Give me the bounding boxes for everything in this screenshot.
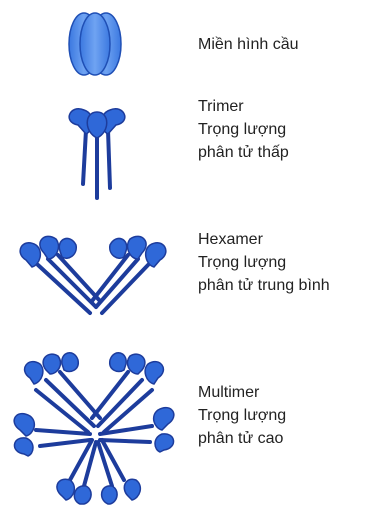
- trimer-icon: [0, 90, 190, 210]
- label-line: phân tử trung bình: [198, 274, 330, 297]
- multimer-row: Multimer Trọng lượng phân tử cao: [0, 330, 374, 511]
- label-line: Trọng lượng: [198, 404, 286, 427]
- hexamer-label: Hexamer Trọng lượng phân tử trung bình: [198, 228, 330, 297]
- label-line: Trọng lượng: [198, 118, 289, 141]
- label-line: Trọng lượng: [198, 251, 330, 274]
- globular-domain-row: Miền hình cầu: [0, 0, 374, 90]
- label-line: Trimer: [198, 95, 289, 118]
- globular-domain-label: Miền hình cầu: [198, 33, 299, 56]
- label-line: Hexamer: [198, 228, 330, 251]
- label-line: phân tử cao: [198, 427, 286, 450]
- hexamer-row: Hexamer Trọng lượng phân tử trung bình: [0, 215, 374, 325]
- label-line: Miền hình cầu: [198, 33, 299, 56]
- trimer-label: Trimer Trọng lượng phân tử thấp: [198, 95, 289, 164]
- hexamer-icon: [0, 215, 190, 325]
- label-line: Multimer: [198, 381, 286, 404]
- globular-domain-icon: [0, 0, 190, 90]
- multimer-icon: [0, 330, 190, 511]
- trimer-row: Trimer Trọng lượng phân tử thấp: [0, 90, 374, 210]
- multimer-label: Multimer Trọng lượng phân tử cao: [198, 381, 286, 450]
- label-line: phân tử thấp: [198, 141, 289, 164]
